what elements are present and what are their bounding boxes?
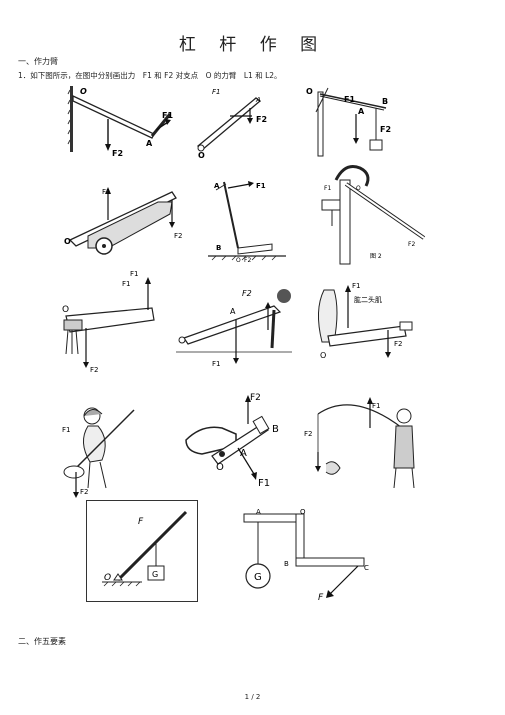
page-title: 杠 杆 作 图 xyxy=(178,35,327,55)
label-a: A xyxy=(240,448,247,459)
label-f2: F2 xyxy=(250,393,261,403)
label-o: O xyxy=(198,151,205,160)
label-f1: F1 xyxy=(258,478,270,489)
figure-water-pump: F1 O F2 图 2 xyxy=(321,165,426,265)
section-heading-1: 一、作力臂 xyxy=(18,57,58,66)
figure-lever-weight: G F O xyxy=(86,500,198,602)
label-f1: F1 xyxy=(122,280,130,288)
label-f1: F1 xyxy=(102,188,110,196)
label-a: A xyxy=(230,307,236,316)
label-f1: F1 xyxy=(212,88,220,96)
figure-bent-lever: G A O B C F xyxy=(243,508,369,603)
figure-lever-crane: F1 A B O F2 xyxy=(306,87,391,157)
label-f2: F2 xyxy=(90,366,98,374)
label-o: O xyxy=(62,305,69,315)
label-f1: F1 xyxy=(352,282,360,290)
label-f2: F2 xyxy=(244,257,251,264)
label-f2: F2 xyxy=(80,488,88,496)
label-f: F xyxy=(138,517,144,527)
label-f1: F1 xyxy=(212,360,220,368)
label-b: B xyxy=(284,560,289,568)
label-a: A xyxy=(146,139,153,148)
label-o: O xyxy=(306,87,313,96)
figure-hand-tool: F1 F1 O F2 xyxy=(62,270,155,374)
label-f2: F2 xyxy=(242,289,252,298)
label-o: O xyxy=(104,573,111,583)
figure-wheelbarrow: F1 F2 O xyxy=(64,187,182,255)
figure-shovel-worker: F1 F2 xyxy=(62,407,135,498)
label-f2: F2 xyxy=(112,149,123,158)
figure-pushup: F2 A F1 xyxy=(176,289,292,368)
label-f1: F1 xyxy=(162,111,173,120)
figure-arm-biceps: F1 肱二头肌 O F2 xyxy=(318,282,413,360)
label-g: G xyxy=(152,570,158,579)
label-f2: F2 xyxy=(408,241,415,248)
figure-foot-pedal: F2 B A O F1 xyxy=(185,393,279,489)
section-heading-2: 二、作五要素 xyxy=(18,637,66,646)
label-f: F xyxy=(318,593,324,603)
question-1-text: 1．如下图所示，在图中分别画出力 F1 和 F2 对支点 O 的力臂 L1 和 … xyxy=(18,71,282,80)
label-f2: F2 xyxy=(380,125,391,134)
label-b: B xyxy=(272,424,279,435)
label-f1-top: F1 xyxy=(130,270,138,278)
figure-fishing: F1 F2 xyxy=(304,397,415,489)
label-a: A xyxy=(256,508,261,516)
label-c: C xyxy=(364,564,369,572)
label-f1: F1 xyxy=(344,95,355,104)
label-f2: F2 xyxy=(256,115,267,124)
label-b: B xyxy=(382,97,388,106)
figure-lever-wall: O A F1 F2 xyxy=(67,86,173,158)
label-o: O xyxy=(80,87,87,96)
label-f1: F1 xyxy=(372,402,380,410)
label-o: O xyxy=(300,508,306,516)
label-g: G xyxy=(254,572,262,583)
page-number: 1 / 2 xyxy=(244,693,261,701)
label-f2: F2 xyxy=(304,430,312,438)
label-f1: F1 xyxy=(324,185,331,192)
label-a: A xyxy=(214,182,220,190)
label-fig2: 图 2 xyxy=(370,253,382,260)
label-o: O xyxy=(216,462,224,473)
figure-crowbar: A F1 B O F2 xyxy=(208,181,286,264)
label-o: O xyxy=(64,237,71,246)
label-biceps: 肱二头肌 xyxy=(354,295,382,304)
figure-lever-rod: F1 A F2 O xyxy=(197,88,267,160)
label-o: O xyxy=(236,257,241,264)
label-f2: F2 xyxy=(394,340,402,348)
label-f2: F2 xyxy=(174,232,182,240)
label-a: A xyxy=(358,107,365,116)
label-f1: F1 xyxy=(62,426,70,434)
label-a: A xyxy=(255,96,261,104)
label-o: O xyxy=(320,351,326,360)
label-o: O xyxy=(356,185,361,192)
label-b: B xyxy=(216,244,221,252)
label-f1: F1 xyxy=(256,182,266,190)
